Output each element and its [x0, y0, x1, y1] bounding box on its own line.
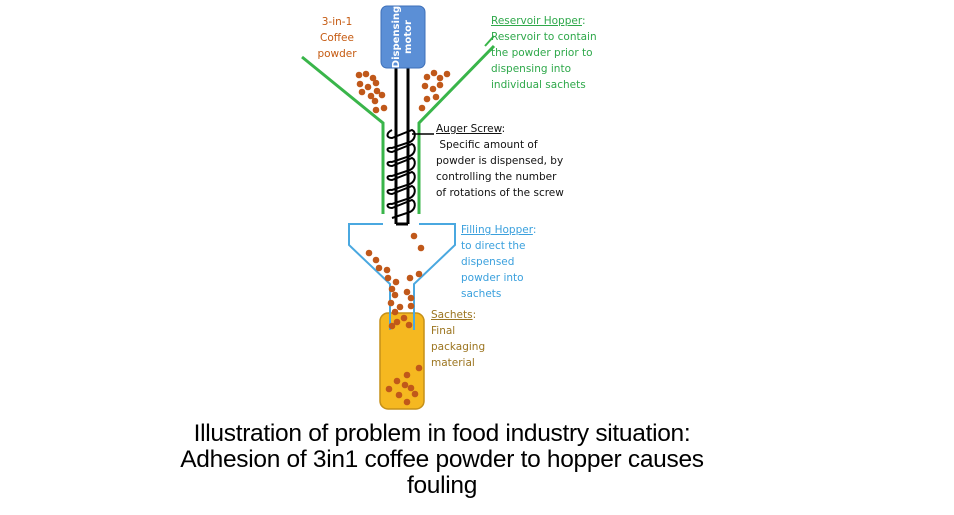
powder-particle — [383, 266, 391, 274]
powder-particle — [388, 285, 396, 293]
powder-particle — [421, 82, 429, 90]
powder-particle — [407, 294, 415, 302]
caption-line: Illustration of problem in food industry… — [193, 420, 691, 447]
powder-particle — [375, 264, 383, 272]
reservoir-hopper — [301, 44, 496, 214]
label-line: of rotations of the screw — [436, 187, 564, 199]
caption-line: Adhesion of 3in1 coffee powder to hopper… — [180, 446, 704, 473]
powder-particle — [372, 106, 380, 114]
label-line: to direct the — [461, 240, 526, 252]
label-title: Auger Screw — [436, 123, 502, 135]
powder-particle — [372, 79, 380, 87]
powder-particle — [423, 95, 431, 103]
coffee-powder-particles — [355, 69, 451, 406]
label-line: packaging — [431, 341, 486, 353]
powder-particle — [405, 321, 413, 329]
powder-particle — [358, 88, 366, 96]
powder-particle — [384, 274, 392, 282]
label-title: Reservoir Hopper — [491, 15, 582, 27]
powder-particle — [365, 249, 373, 257]
powder-particle — [393, 318, 401, 326]
powder-particle — [401, 381, 409, 389]
powder-particle — [443, 70, 451, 78]
powder-particle — [403, 398, 411, 406]
powder-particle — [418, 104, 426, 112]
powder-particle — [391, 308, 399, 316]
powder-particle — [385, 385, 393, 393]
powder-particle — [373, 87, 381, 95]
figure-caption: Illustration of problem in food industry… — [0, 421, 884, 499]
powder-particle — [432, 93, 440, 101]
powder-particle — [407, 384, 415, 392]
powder-particle — [395, 391, 403, 399]
powder-particle — [392, 278, 400, 286]
powder-particle — [415, 270, 423, 278]
auger-helix — [386, 128, 416, 219]
powder-particle — [396, 303, 404, 311]
caption-line: fouling — [406, 472, 478, 499]
powder-particle — [380, 104, 388, 112]
powder-particle — [403, 288, 411, 296]
powder-particle — [423, 73, 431, 81]
powder-particle — [391, 291, 399, 299]
motor-label-line: Dispensing — [391, 5, 402, 69]
powder-particle — [429, 85, 437, 93]
label-line: sachets — [461, 288, 502, 300]
powder-particle — [436, 81, 444, 89]
label-line: 3-in-1 — [321, 16, 353, 28]
label-line: Final — [431, 325, 456, 337]
filling-hopper-label: Filling Hopper: to direct the dispensed … — [461, 224, 537, 300]
label-line: the powder prior to — [491, 47, 593, 59]
auger-screw — [386, 66, 434, 226]
powder-particle — [362, 70, 370, 78]
powder-particle — [388, 322, 396, 330]
label-title: Sachets — [431, 309, 473, 321]
label-line: Coffee — [320, 32, 354, 44]
powder-particle — [387, 299, 395, 307]
motor-label-line: motor — [403, 20, 414, 54]
label-line: powder — [317, 48, 357, 60]
powder-particle — [372, 256, 380, 264]
reservoir-hopper-right-wall — [417, 44, 496, 214]
auger-screw-label: Auger Screw: Specific amount of powder i… — [436, 123, 564, 199]
label-title: Filling Hopper — [461, 224, 533, 236]
powder-particle — [436, 74, 444, 82]
powder-particle — [371, 97, 379, 105]
sachet — [379, 312, 425, 410]
powder-particle — [406, 274, 414, 282]
powder-particle — [407, 302, 415, 310]
reservoir-hopper-label: Reservoir Hopper: Reservoir to contain t… — [491, 15, 597, 91]
sachets-label: Sachets: Final packaging material — [431, 309, 486, 369]
reservoir-pointer-line — [484, 35, 495, 47]
powder-particle — [367, 92, 375, 100]
powder-particle — [430, 69, 438, 77]
motor-label: Dispensing motor — [381, 6, 425, 68]
powder-particle — [364, 83, 372, 91]
powder-particle — [417, 244, 425, 252]
label-line: dispensed — [461, 256, 515, 268]
powder-particle — [393, 377, 401, 385]
powder-particle — [410, 232, 418, 240]
label-line: powder is dispensed, by — [436, 155, 564, 167]
powder-particle — [400, 314, 408, 322]
powder-particle — [355, 71, 363, 79]
powder-particle — [369, 74, 377, 82]
coffee-powder-label: 3-in-1 Coffee powder — [312, 14, 362, 62]
powder-particle — [411, 390, 419, 398]
label-line: Specific amount of — [436, 139, 538, 151]
label-line: dispensing into — [491, 63, 571, 75]
label-line: individual sachets — [491, 79, 586, 91]
label-line: Reservoir to contain — [491, 31, 597, 43]
reservoir-hopper-left-wall — [301, 55, 385, 214]
powder-particle — [415, 364, 423, 372]
label-line: material — [431, 357, 475, 369]
powder-particle — [356, 80, 364, 88]
label-line: powder into — [461, 272, 524, 284]
powder-particle — [403, 371, 411, 379]
powder-particle — [378, 91, 386, 99]
dispensing-motor — [380, 5, 426, 69]
label-line: controlling the number — [436, 171, 557, 183]
